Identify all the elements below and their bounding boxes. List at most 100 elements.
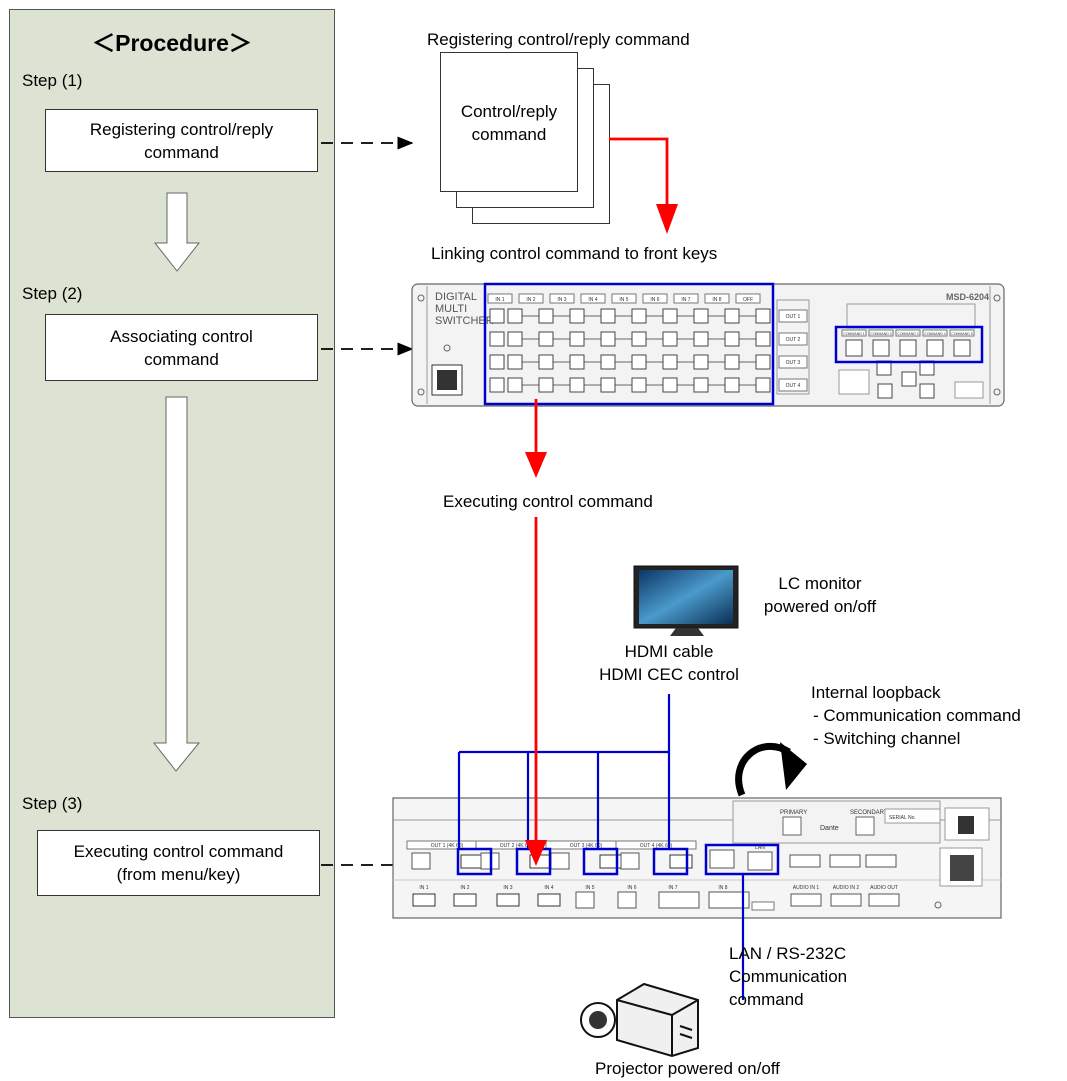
hdbaset-port [550, 852, 570, 870]
crosspoint-key[interactable] [693, 377, 709, 393]
monitor-icon [633, 565, 739, 636]
command-key[interactable] [926, 339, 944, 357]
crosspoint-key[interactable] [569, 377, 585, 393]
crosspoint-key[interactable] [631, 354, 647, 370]
command-key[interactable] [953, 339, 971, 357]
crosspoint-key[interactable] [662, 354, 678, 370]
hdmi-out3-highlight [582, 847, 619, 876]
output-power-key[interactable] [489, 308, 505, 324]
crosspoint-key[interactable] [507, 354, 523, 370]
audio-port [790, 893, 822, 907]
crosspoint-key[interactable] [755, 308, 771, 324]
output-group-label: OUT 2 (4K 60) [500, 843, 533, 849]
crosspoint-key[interactable] [600, 377, 616, 393]
crosspoint-key[interactable] [631, 377, 647, 393]
output-label: OUT 4 [786, 383, 801, 389]
crosspoint-key[interactable] [538, 331, 554, 347]
crosspoint-key[interactable] [662, 377, 678, 393]
projector-icon [580, 982, 699, 1058]
crosspoint-key[interactable] [569, 308, 585, 324]
procedure-title: ＜Procedure＞ [92, 30, 252, 56]
output-power-key[interactable] [489, 354, 505, 370]
command-label: COMMAND 4 [924, 332, 945, 336]
hdmi-input-port [412, 893, 436, 907]
crosspoint-key[interactable] [693, 354, 709, 370]
red-flow-arrows [525, 137, 678, 866]
crosspoint-key[interactable] [724, 377, 740, 393]
crosspoint-key[interactable] [600, 331, 616, 347]
card-line2: command [471, 125, 547, 144]
crosspoint-key[interactable] [724, 308, 740, 324]
crosspoint-key[interactable] [693, 308, 709, 324]
column-label-box [673, 293, 699, 304]
command-key[interactable] [872, 339, 890, 357]
crosspoint-key[interactable] [600, 354, 616, 370]
crosspoint-key[interactable] [507, 377, 523, 393]
update-port [751, 901, 775, 911]
output-group-label: OUT 3 (4K 60) [570, 843, 603, 849]
audio-port [868, 893, 900, 907]
lan-port [747, 851, 773, 871]
hdmi-cable-line1: HDMI cable [624, 642, 714, 661]
column-label-box [518, 293, 544, 304]
crosspoint-key[interactable] [569, 354, 585, 370]
navigation-key[interactable] [919, 383, 935, 399]
secondary-label: SECONDARY [850, 810, 888, 816]
command-key[interactable] [899, 339, 917, 357]
audio-label: AUDIO OUT [870, 885, 898, 891]
output-power-key[interactable] [489, 377, 505, 393]
step-2-label: Step (2) [22, 284, 83, 303]
crosspoint-key[interactable] [693, 331, 709, 347]
down-arrow-2 [152, 396, 201, 772]
crosspoint-key[interactable] [755, 331, 771, 347]
crosspoint-key[interactable] [724, 354, 740, 370]
crosspoint-key[interactable] [538, 354, 554, 370]
step-3-line1: Executing control command [73, 842, 284, 861]
crosspoint-key[interactable] [755, 377, 771, 393]
rs232c-port [709, 849, 735, 869]
front-panel-heading: Linking control command to front keys [431, 244, 718, 263]
crosspoint-key[interactable] [538, 377, 554, 393]
primary-label: PRIMARY [780, 810, 807, 816]
crosspoint-key[interactable] [600, 308, 616, 324]
command-label: COMMAND 1 [843, 332, 864, 336]
navigation-key[interactable] [901, 371, 917, 387]
lan-port-label: LAN [755, 845, 765, 851]
rear-panel-device: PRIMARY SECONDARY Dante SERIAL No. OUT 1… [392, 797, 1002, 919]
column-label-box [549, 293, 575, 304]
crosspoint-key[interactable] [631, 331, 647, 347]
column-label-box [704, 293, 730, 304]
column-label: OFF [743, 297, 753, 303]
output-label-box [778, 378, 808, 392]
hdmi-cable-lines [457, 694, 671, 849]
hdmi-output-port [460, 854, 484, 869]
column-label-box [487, 293, 513, 304]
navigation-key[interactable] [877, 383, 893, 399]
crosspoint-key[interactable] [631, 308, 647, 324]
crosspoint-key[interactable] [662, 331, 678, 347]
brand-line3: SWITCHER [435, 315, 494, 327]
crosspoint-key[interactable] [538, 308, 554, 324]
crosspoint-key[interactable] [724, 331, 740, 347]
output-power-key[interactable] [489, 331, 505, 347]
crosspoint-key[interactable] [507, 331, 523, 347]
column-label: IN 5 [619, 297, 628, 303]
command-key[interactable] [845, 339, 863, 357]
crosspoint-key[interactable] [755, 354, 771, 370]
crosspoint-key[interactable] [507, 308, 523, 324]
column-label-box [642, 293, 668, 304]
model-label: MSD-6204 [946, 292, 989, 302]
audio-port [830, 893, 862, 907]
audio-label: AUDIO IN 2 [833, 885, 860, 891]
crosspoint-key[interactable] [569, 331, 585, 347]
step-3-box: Executing control command(from menu/key) [37, 830, 320, 896]
projector-comm-line1: LAN / RS-232C [729, 944, 847, 963]
command-label-box [868, 329, 894, 337]
command-keys-highlight [834, 325, 984, 364]
column-label: IN 6 [650, 297, 659, 303]
output-label: OUT 3 [786, 360, 801, 366]
monitor-caption-line2: powered on/off [763, 597, 877, 616]
crosspoint-key[interactable] [662, 308, 678, 324]
